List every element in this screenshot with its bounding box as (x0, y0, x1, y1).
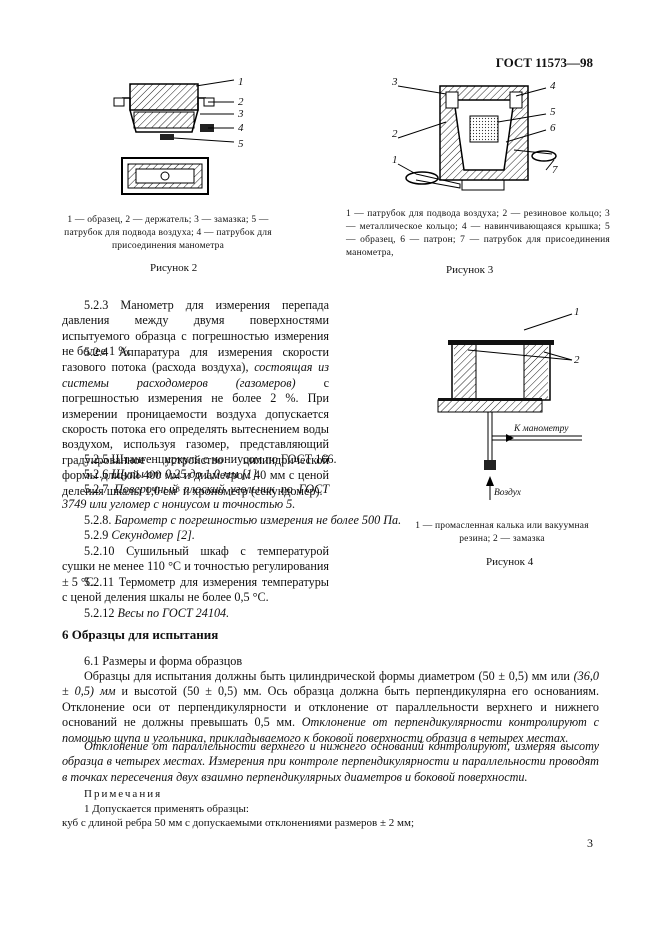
fig4-label-1: 1 (574, 306, 580, 318)
fig2-label-5: 5 (238, 138, 244, 150)
note-1-cube: куб с длиной ребра 50 мм с допускаемыми … (62, 817, 415, 829)
fig2-label-2: 2 (238, 96, 244, 108)
para-5-2-10: 5.2.10 Сушильный шкаф с температурой суш… (62, 544, 329, 589)
para-5-2-6: 5.2.6 Щупы от 0,25 до 1,0 мм [1]. (84, 467, 261, 481)
fig2-caption: 1 — образец, 2 — держатель; 3 — замазка;… (64, 215, 272, 251)
fig3-title: Рисунок 3 (446, 264, 494, 276)
fig2-label-4: 4 (238, 122, 244, 134)
fig3-label-4: 4 (550, 80, 556, 92)
document-header: ГОСТ 11573—98 (495, 55, 593, 70)
fig4-label-2: 2 (574, 354, 580, 366)
section-6-heading: 6 Образцы для испытания (62, 627, 219, 642)
para-5-2-4: 5.2.4 Аппаратура для измерения скорости … (62, 345, 329, 498)
fig4-caption: 1 — промасленная калька или вакуумная ре… (415, 521, 589, 544)
fig3-label-7: 7 (552, 164, 558, 176)
fig3-label-3: 3 (392, 76, 398, 88)
note-1: 1 Допускается применять образцы: (84, 803, 249, 815)
fig2-label-3: 3 (238, 108, 244, 120)
fig3-label-1: 1 (392, 154, 398, 166)
figure-4-diagram (437, 313, 582, 500)
fig3-label-6: 6 (550, 122, 556, 134)
figure-2-diagram (113, 79, 235, 195)
para-5-2-7: 5.2.7 Поверочный плоский угольник по ГОС… (62, 482, 329, 512)
fig3-label-5: 5 (550, 106, 556, 118)
section-6-paragraph-2: Отклонение от параллельности верхнего и … (62, 739, 599, 784)
para-5-2-9: 5.2.9 Секундомер [2]. (84, 528, 195, 542)
para-5-2-5: 5.2.5 Штангенциркуль с нониусом по ГОСТ … (84, 452, 337, 466)
para-5-2-8: 5.2.8. Барометр с погрешностью измерения… (84, 513, 402, 527)
para-5-2-12: 5.2.12 Весы по ГОСТ 24104. (84, 606, 230, 620)
fig4-title: Рисунок 4 (486, 556, 534, 568)
section-6-body: Образцы для испытания должны быть цилинд… (62, 669, 600, 745)
fig4-to-manometer: К манометру (514, 424, 569, 434)
figure-3-diagram (397, 85, 557, 191)
para-5-2-3: 5.2.3 Манометр для измерения перепада да… (62, 298, 329, 359)
fig3-label-2: 2 (392, 128, 398, 140)
fig2-label-1: 1 (238, 76, 244, 88)
fig3-caption: 1 — патрубок для подвода воздуха; 2 — ре… (346, 209, 610, 258)
fig2-title: Рисунок 2 (150, 262, 198, 274)
page-number: 3 (587, 836, 593, 850)
para-6-1: 6.1 Размеры и форма образцов (84, 654, 243, 668)
notes-title: Примечания (84, 788, 163, 800)
fig4-air-label: Воздух (494, 488, 521, 498)
para-5-2-11: 5.2.11 Термометр для измерения температу… (62, 575, 329, 605)
